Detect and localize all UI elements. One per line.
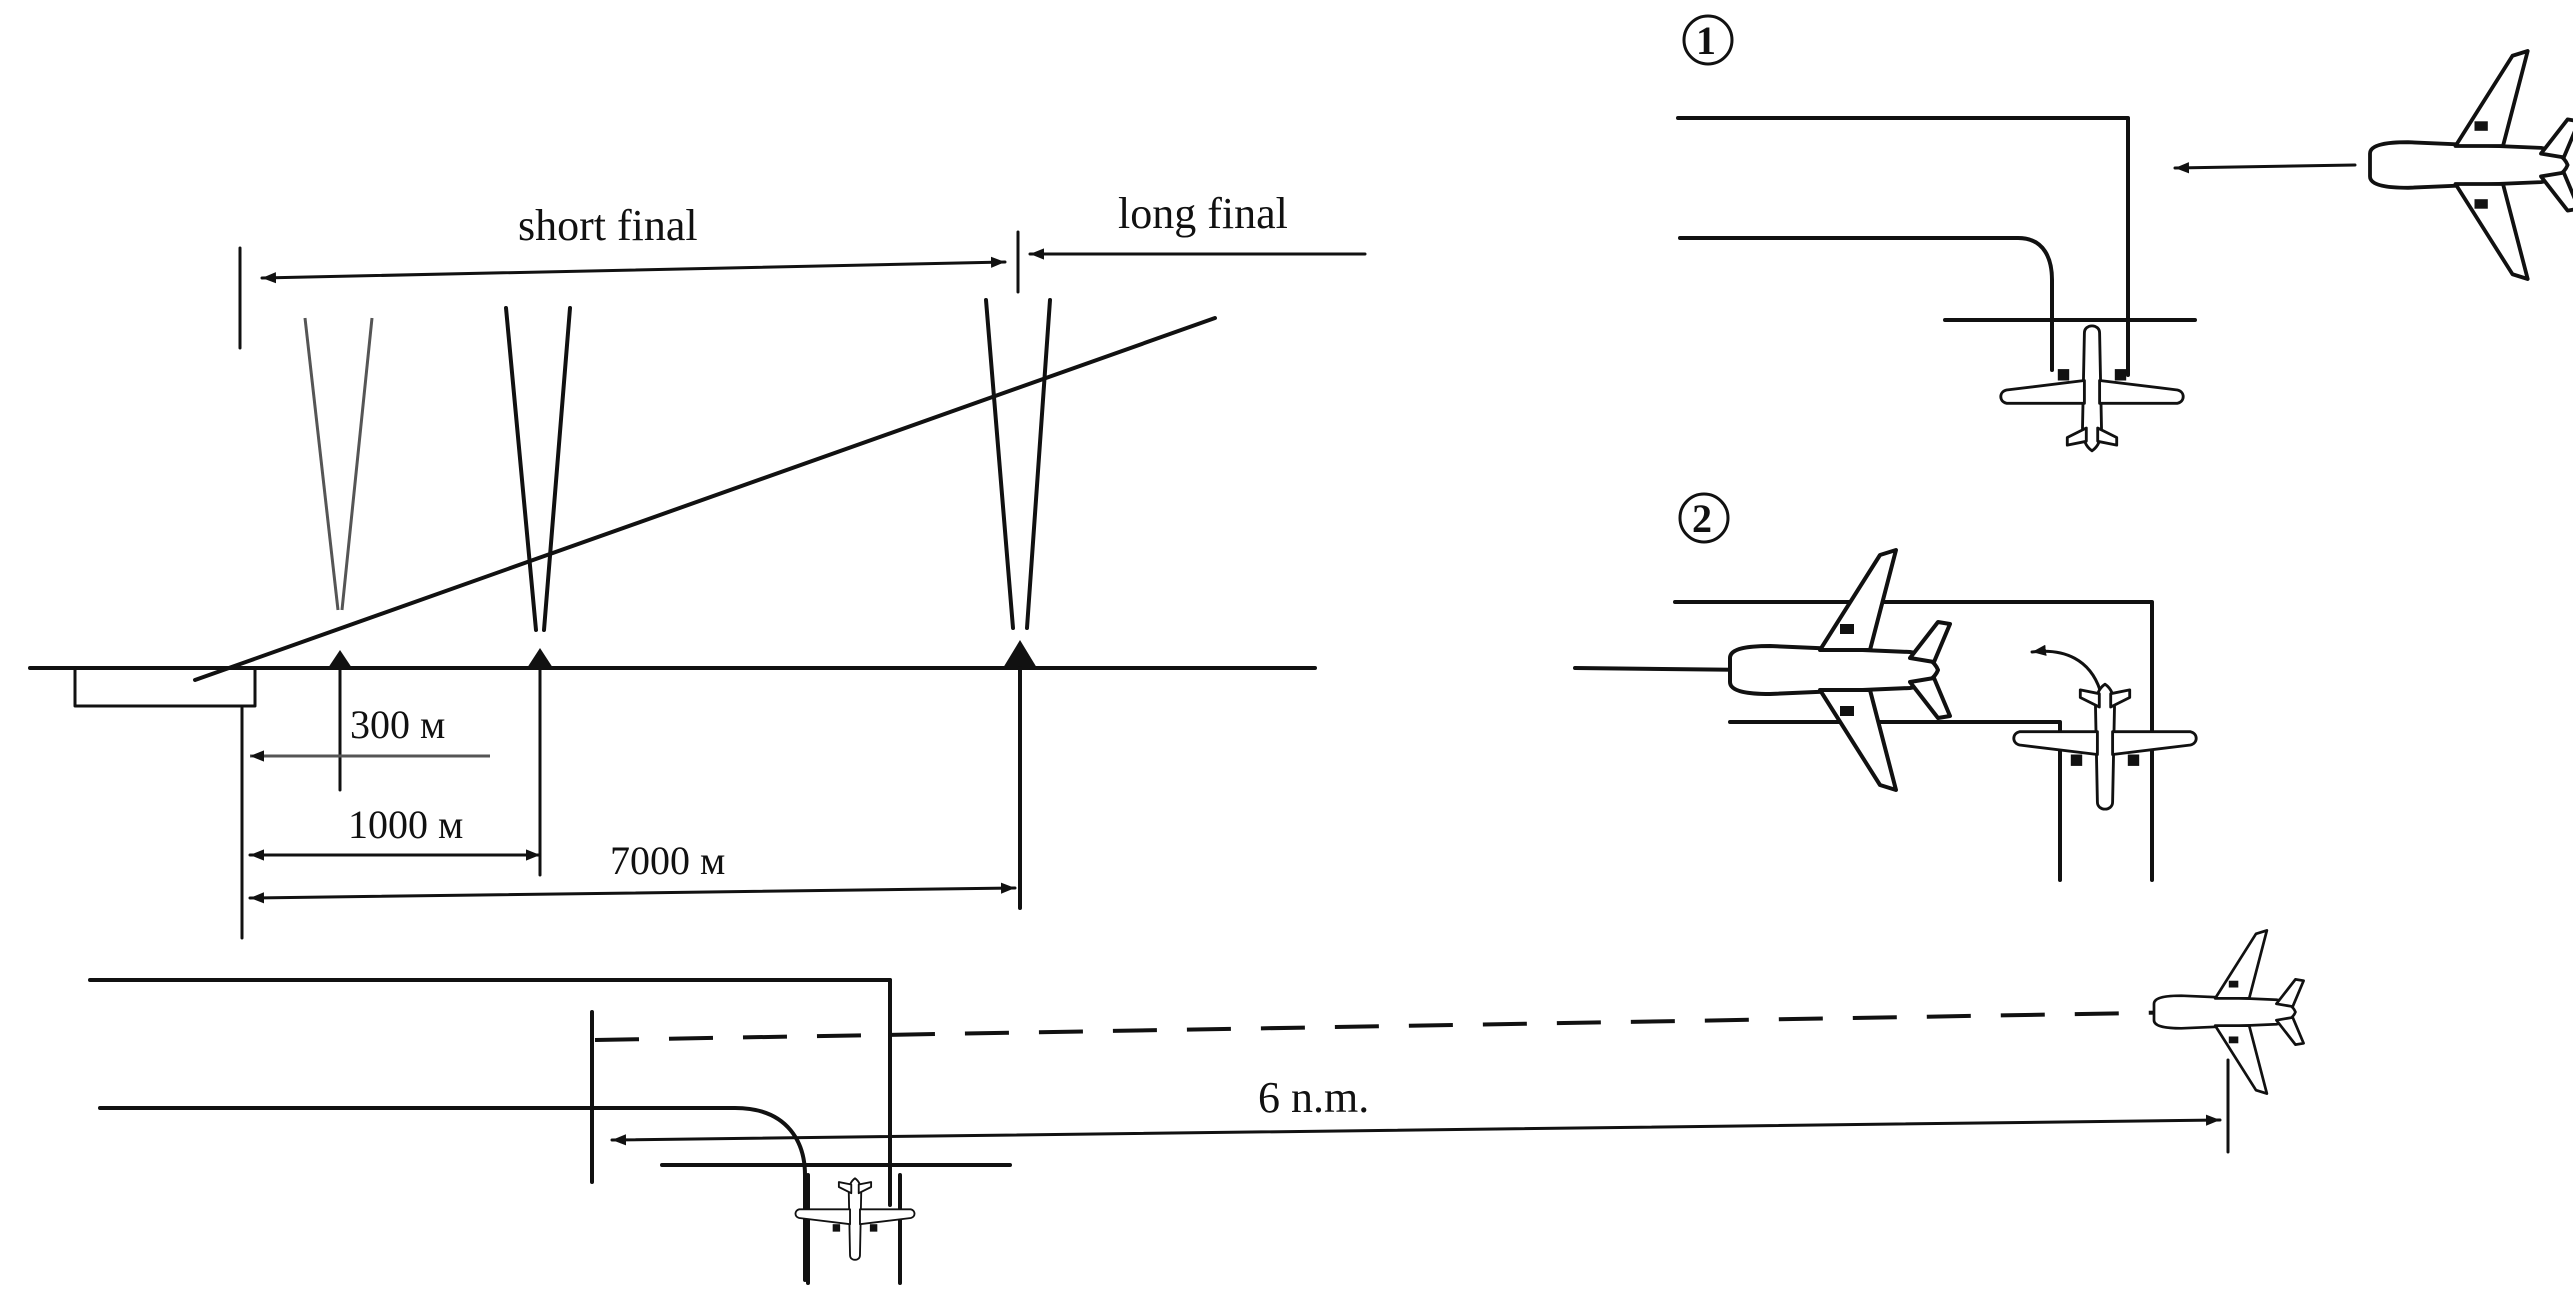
taxiway-curve-line (98, 1106, 807, 1282)
short-final-label: short final (518, 201, 698, 250)
s2-taxiway-line (1728, 720, 2062, 882)
dist-7000-arrow (248, 882, 1017, 904)
runway-centerline-dashed (594, 1010, 2196, 1042)
s1-runway-inner-line (1678, 236, 2054, 372)
marker-beacon-icon (303, 317, 374, 668)
aircraft-icon (2368, 49, 2573, 281)
aircraft-icon (1999, 324, 2185, 453)
approach-profile: short final long final 300 м 1000 м 7000… (28, 189, 1367, 940)
dist-7000-label: 7000 м (610, 838, 725, 883)
marker-beacon-icon (984, 298, 1052, 668)
marker-beacon-icon (504, 306, 572, 668)
long-final-label: long final (1118, 189, 1288, 238)
scenario-2: 2 (1573, 492, 2198, 882)
glide-path-line (193, 316, 1217, 682)
scenario-1-circle (1682, 14, 1734, 66)
dist-300-label: 300 м (350, 702, 445, 747)
scenario-2-circle (1678, 492, 1730, 544)
spacing-6nm-arrow (610, 1114, 2222, 1146)
short-final-arrow (260, 256, 1007, 284)
s1-runway-outer-line (1676, 116, 2130, 322)
dist-1000-label: 1000 м (348, 802, 463, 847)
s2-turn-arrow (2030, 644, 2102, 692)
s1-approach-arrow (2173, 162, 2357, 174)
runway-threshold (73, 666, 257, 708)
aircraft-icon (1728, 548, 1952, 792)
s2-runway-outer-line (1673, 600, 2154, 882)
scenario-1-number: 1 (1696, 18, 1716, 63)
scenario-1: 1 (1676, 14, 2573, 453)
scenario-2-number: 2 (1692, 496, 1712, 541)
dist-6nm-label: 6 n.m. (1258, 1073, 1369, 1122)
spacing-scene: 6 n.m. (88, 929, 2305, 1285)
aircraft-icon (794, 1177, 916, 1261)
aircraft-icon (2012, 682, 2198, 811)
